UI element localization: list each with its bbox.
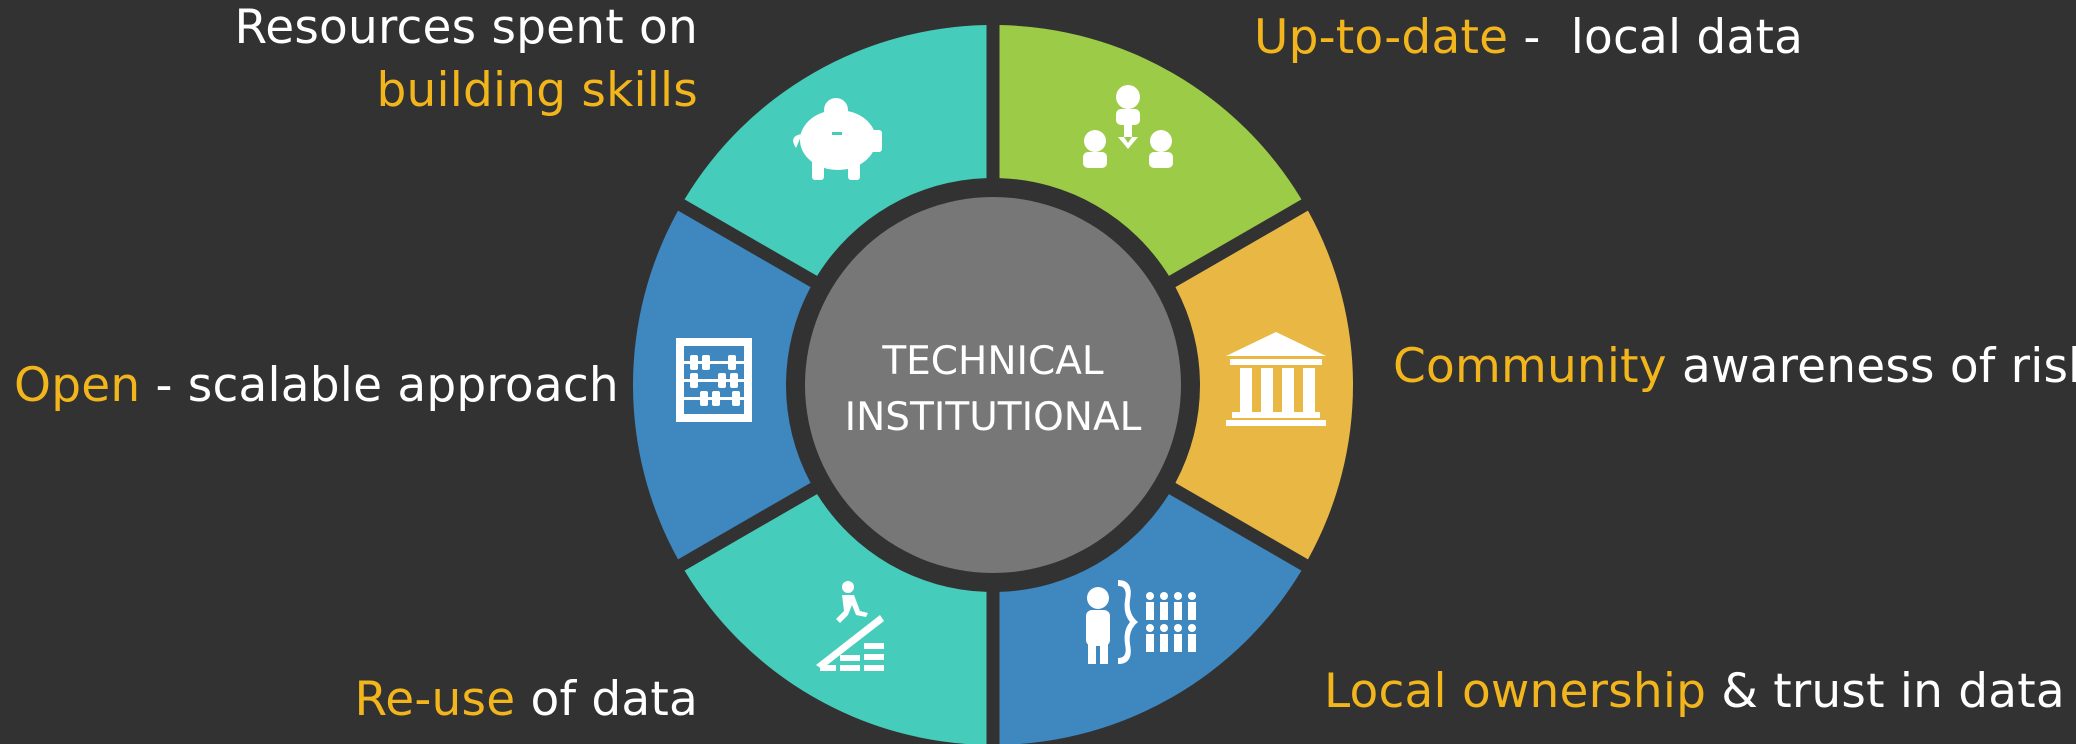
center-label-line2: INSTITUTIONAL <box>844 395 1142 440</box>
mini-person-body <box>1160 634 1168 652</box>
mini-person-body <box>1188 634 1196 652</box>
label-local-ownership: Local ownership & trust in data <box>1324 660 2065 723</box>
label-up-to-date-highlight: Up-to-date <box>1254 10 1509 65</box>
mini-person-body <box>1160 602 1168 620</box>
institution-building-icon <box>1226 332 1326 426</box>
label-open: Open - scalable approach <box>14 354 619 417</box>
mini-person-head <box>1160 592 1168 600</box>
mini-person-head <box>1160 624 1168 632</box>
piggy-bank-icon <box>793 98 882 180</box>
mini-person-body <box>1188 602 1196 620</box>
mini-person-body <box>1146 602 1154 620</box>
label-re-use: Re-use of data <box>355 668 698 731</box>
abacus-icon <box>676 338 752 422</box>
label-community: Community awareness of risk <box>1393 335 2076 398</box>
mini-person-head <box>1174 592 1182 600</box>
mini-person-head <box>1174 624 1182 632</box>
mini-person-body <box>1174 602 1182 620</box>
label-local-ownership-rest: & trust in data <box>1706 664 2065 719</box>
label-resources: Resources spent on building skills <box>234 0 698 123</box>
mini-person-body <box>1146 634 1154 652</box>
center-disc <box>805 197 1181 573</box>
people-network-icon <box>1083 85 1173 168</box>
label-up-to-date: Up-to-date - local data <box>1254 6 1803 69</box>
center-label-line1: TECHNICAL <box>882 339 1104 384</box>
mini-person-head <box>1188 624 1196 632</box>
label-re-use-rest: of data <box>515 672 698 727</box>
label-resources-line2: building skills <box>376 63 698 119</box>
mini-person-body <box>1174 634 1182 652</box>
segment-re-use <box>684 494 987 744</box>
group-ownership-icon <box>1086 580 1196 664</box>
label-up-to-date-rest: - local data <box>1508 10 1804 65</box>
center-label: TECHNICAL INSTITUTIONAL <box>838 334 1148 446</box>
label-local-ownership-highlight: Local ownership <box>1324 664 1707 719</box>
mini-person-head <box>1146 592 1154 600</box>
label-open-highlight: Open <box>14 358 141 413</box>
segment-up-to-date <box>999 25 1302 276</box>
label-open-rest: - scalable approach <box>140 358 619 413</box>
mini-person-head <box>1146 624 1154 632</box>
label-community-highlight: Community <box>1393 339 1667 394</box>
label-community-rest: awareness of risk <box>1666 339 2076 394</box>
label-re-use-highlight: Re-use <box>354 672 516 727</box>
growth-stairs-icon <box>816 581 884 671</box>
label-resources-line1: Resources spent on <box>234 0 698 55</box>
mini-person-head <box>1188 592 1196 600</box>
